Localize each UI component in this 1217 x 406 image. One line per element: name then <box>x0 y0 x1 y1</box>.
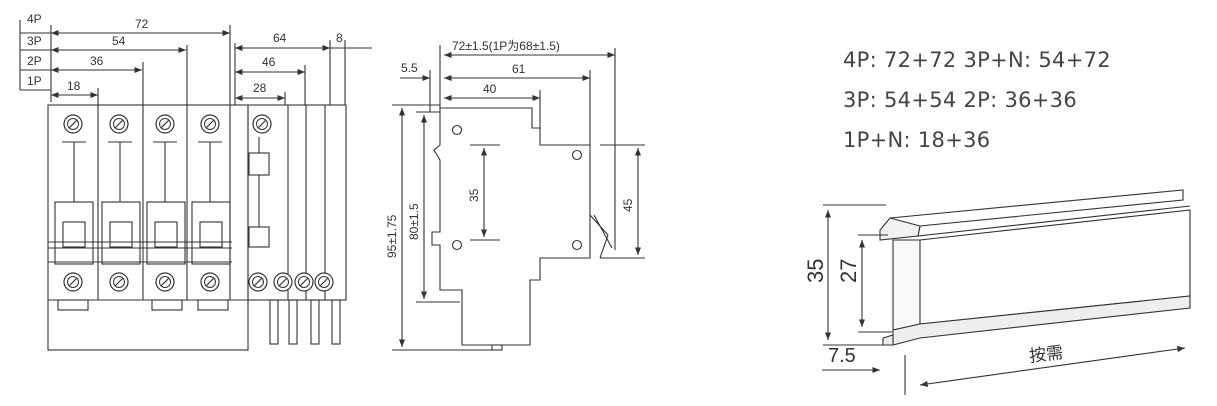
dim-width-72: 72 <box>135 17 149 31</box>
rail-length-label: 按需 <box>1028 343 1064 366</box>
rail-dim-35: 35 <box>803 259 828 283</box>
dim-aux-46: 46 <box>262 55 276 69</box>
dim-width-61: 61 <box>512 62 526 76</box>
rail-dim-27: 27 <box>836 259 861 283</box>
dim-width-36: 36 <box>90 54 104 68</box>
side-view <box>392 45 645 351</box>
combination-line-3: 1P+N: 18+36 <box>843 128 991 152</box>
dim-height-35: 35 <box>467 188 481 202</box>
din-rail <box>822 189 1191 395</box>
combination-list: 4P: 72+72 3P+N: 54+72 3P: 54+54 2P: 36+3… <box>843 40 1111 160</box>
dim-width-54: 54 <box>112 34 126 48</box>
pole-label-4p: 4P <box>27 12 42 26</box>
dim-width-18: 18 <box>67 79 81 93</box>
dim-offset: 5.5 <box>401 61 418 75</box>
combination-line-1: 4P: 72+72 3P+N: 54+72 <box>843 48 1111 72</box>
dim-width-40: 40 <box>483 82 497 96</box>
dim-aux-28: 28 <box>253 81 267 95</box>
rail-dim-flange: 7.5 <box>828 345 856 367</box>
dim-aux-64: 64 <box>273 31 287 45</box>
dim-overall-width: 72±1.5(1P为68±1.5) <box>452 39 560 53</box>
dim-height-95: 95±1.75 <box>385 214 399 258</box>
pole-label-3p: 3P <box>27 34 42 48</box>
dim-height-45: 45 <box>621 198 635 212</box>
pole-label-1p: 1P <box>27 74 42 88</box>
front-view <box>19 20 372 351</box>
dim-aux-8: 8 <box>336 31 343 45</box>
combination-line-2: 3P: 54+54 2P: 36+36 <box>843 88 1078 112</box>
dim-height-80: 80±1.5 <box>407 203 421 240</box>
pole-label-2p: 2P <box>27 54 42 68</box>
